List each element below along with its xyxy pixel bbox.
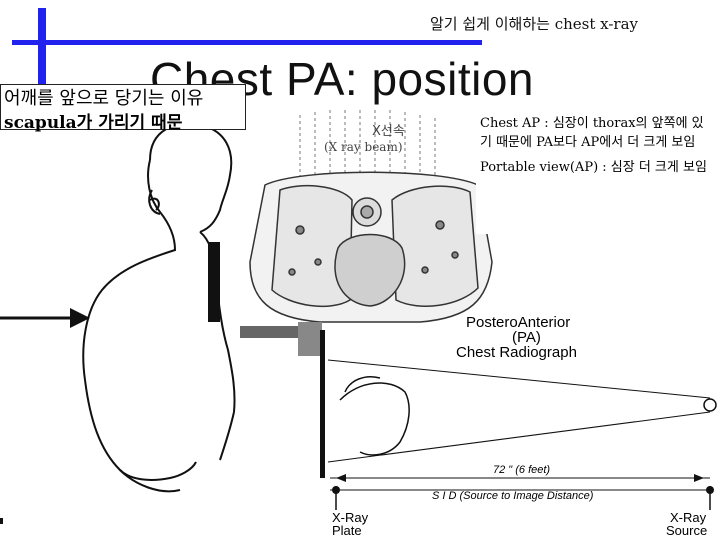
plate-vertical-line <box>320 330 325 478</box>
ear-icon <box>148 189 161 215</box>
xray-beam-lines <box>299 110 436 182</box>
caption-line-1: PosteroAnterior <box>466 314 571 331</box>
plate-label-2: Plate <box>332 523 362 538</box>
source-label-1: X-Ray <box>670 510 707 525</box>
distance-arrows <box>336 474 704 482</box>
push-arrow-icon <box>0 308 90 328</box>
note-line-1: 어깨를 앞으로 당기는 이유 <box>4 88 204 109</box>
beam-label-en: (X ray beam) <box>324 140 403 154</box>
connector-block <box>298 322 322 356</box>
description-box: Chest AP : 심장이 thorax의 앞쪽에 있기 때문에 PA보다 A… <box>476 110 712 234</box>
plate-label-1: X-Ray <box>332 510 369 525</box>
sid-label: S I D (Source to Image Distance) <box>432 490 594 502</box>
source-marker-icon <box>706 486 714 510</box>
distance-label: 72 " (6 feet) <box>490 464 554 476</box>
accent-vertical-bar <box>38 8 46 108</box>
thorax-cross-section <box>249 171 493 323</box>
connector-bar <box>240 326 310 338</box>
caption-line-2: (PA) <box>512 329 541 346</box>
beam-label-ko: X선속 <box>372 124 405 139</box>
beam-cone <box>327 359 711 463</box>
accent-horizontal-bar <box>12 40 482 45</box>
description-portable: Portable view(AP) : 심장 더 크게 보임 <box>480 160 707 175</box>
xray-plate-bar <box>208 242 220 322</box>
slide-header: 알기 쉽게 이해하는 chest x-ray <box>430 15 638 33</box>
description-ap: Chest AP : 심장이 thorax의 앞쪽에 있기 때문에 PA보다 A… <box>480 116 704 150</box>
caption-line-3: Chest Radiograph <box>456 344 577 361</box>
side-tick <box>0 518 3 524</box>
note-box <box>0 84 246 130</box>
xray-source-dot <box>703 398 717 412</box>
plate-marker-icon <box>332 486 340 510</box>
note-line-2: scapula가 가리기 때문 <box>4 113 183 133</box>
source-label-2: Source <box>666 523 708 538</box>
lung-outline <box>339 376 410 456</box>
